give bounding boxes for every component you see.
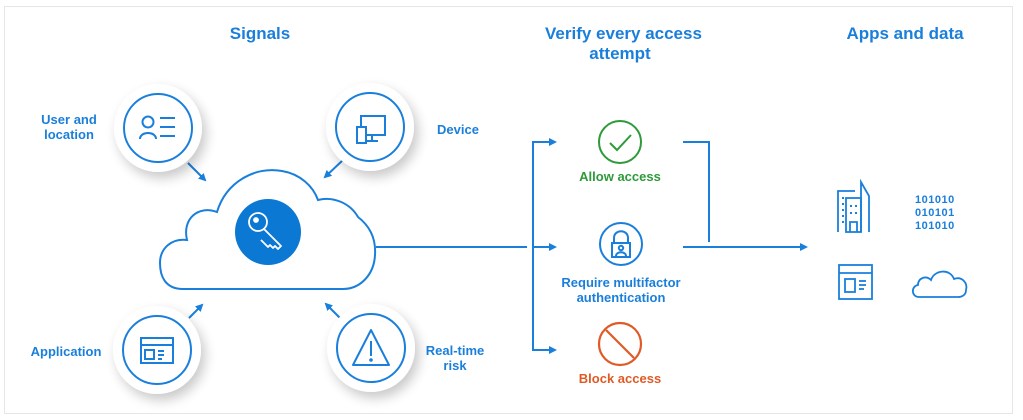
arrow-device-to-cloud [323,159,344,179]
signal-device [326,83,414,171]
binary-data-icon: 101010 010101 101010 [915,194,955,232]
signal-application [113,306,201,394]
cloud-icon [911,270,968,298]
block-icon [597,321,643,367]
key-icon [248,212,282,250]
arrow-application-to-cloud [188,303,204,319]
label-allow-access: Allow access [579,169,661,184]
building-icon [837,178,870,233]
warning-icon [352,329,390,366]
user-list-icon [139,115,175,140]
heading-verify-line1: Verify every access [545,24,702,43]
label-device: Device [437,122,479,137]
label-user-location-1: User and [41,112,97,127]
arrow-user-to-cloud [187,162,207,182]
label-risk-2: risk [443,358,467,373]
label-mfa-2: authentication [576,290,666,305]
signal-risk [327,304,415,392]
heading-apps-data: Apps and data [846,24,964,43]
heading-signals: Signals [229,24,291,43]
label-risk-1: Real-time [425,343,485,358]
heading-verify-line2: attempt [589,44,651,63]
apps-application-window-icon [838,264,873,300]
application-window-icon [140,337,174,364]
lock-icon [599,222,643,266]
device-icon [356,115,386,144]
label-block-access: Block access [578,371,662,386]
label-user-location-2: location [44,127,94,142]
binary-row: 101010 [915,220,955,232]
signal-user-location [114,84,202,172]
checkmark-icon [598,120,642,164]
label-application: Application [30,344,102,359]
binary-row: 010101 [915,207,955,219]
arrow-risk-to-cloud [324,302,342,320]
label-mfa-1: Require multifactor [561,275,681,290]
allow-to-apps-bracket [683,141,710,242]
binary-row: 101010 [915,194,955,206]
